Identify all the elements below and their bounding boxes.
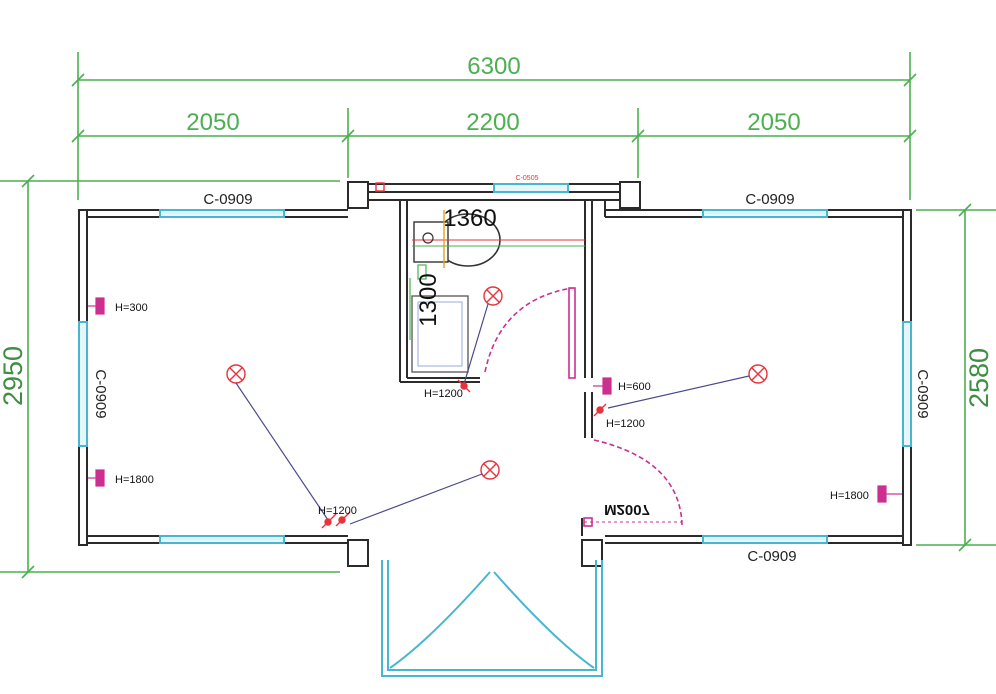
socket-center-height: H=600 [618, 381, 651, 393]
light-center [480, 460, 500, 480]
socket-left-top-height: H=300 [115, 302, 148, 314]
window-bathroom-label: C-0505 [516, 175, 539, 182]
dimension-lines [0, 52, 996, 579]
socket-left-bottom [88, 469, 105, 487]
switches [321, 379, 607, 529]
sockets [88, 297, 902, 503]
window-top-right-label: C-0909 [745, 191, 794, 208]
wiring [235, 303, 750, 525]
right-width-label: 2050 [747, 109, 800, 136]
switch-center-height: H=1200 [606, 418, 645, 430]
light-bathroom [483, 286, 503, 306]
window-bottom-right-label: C-0909 [747, 548, 796, 565]
left-width-label: 2050 [186, 109, 239, 136]
window-hatching [162, 212, 825, 540]
switch-bathroom [457, 379, 471, 393]
socket-left-bottom-height: H=1800 [115, 474, 154, 486]
socket-right-height: H=1800 [830, 490, 869, 502]
doors [484, 287, 683, 527]
socket-left-top [88, 297, 105, 315]
toilet-depth-label: 1300 [415, 273, 442, 326]
door-code-label: M2007 [604, 501, 650, 518]
right-depth-label: 2580 [964, 348, 994, 408]
light-fixtures [226, 286, 768, 480]
center-width-label: 2200 [466, 109, 519, 136]
switch-bottom-height: H=1200 [318, 505, 357, 517]
window-right-wall-label: C-0909 [914, 369, 931, 418]
light-left-room [226, 364, 246, 384]
light-right-room [748, 364, 768, 384]
window-left-wall-label: C-0909 [92, 369, 109, 418]
switch-bathroom-height: H=1200 [424, 388, 463, 400]
toilet-width-label: 1360 [443, 205, 496, 232]
socket-right [877, 485, 902, 503]
overall-depth-label: 2950 [0, 346, 28, 406]
windows [78, 183, 912, 677]
switch-center [593, 403, 607, 417]
window-top-left-label: C-0909 [203, 191, 252, 208]
switch-bottom [321, 511, 351, 529]
bathroom-fixtures [375, 182, 585, 373]
socket-center [593, 377, 612, 395]
overall-width-label: 6300 [467, 53, 520, 80]
